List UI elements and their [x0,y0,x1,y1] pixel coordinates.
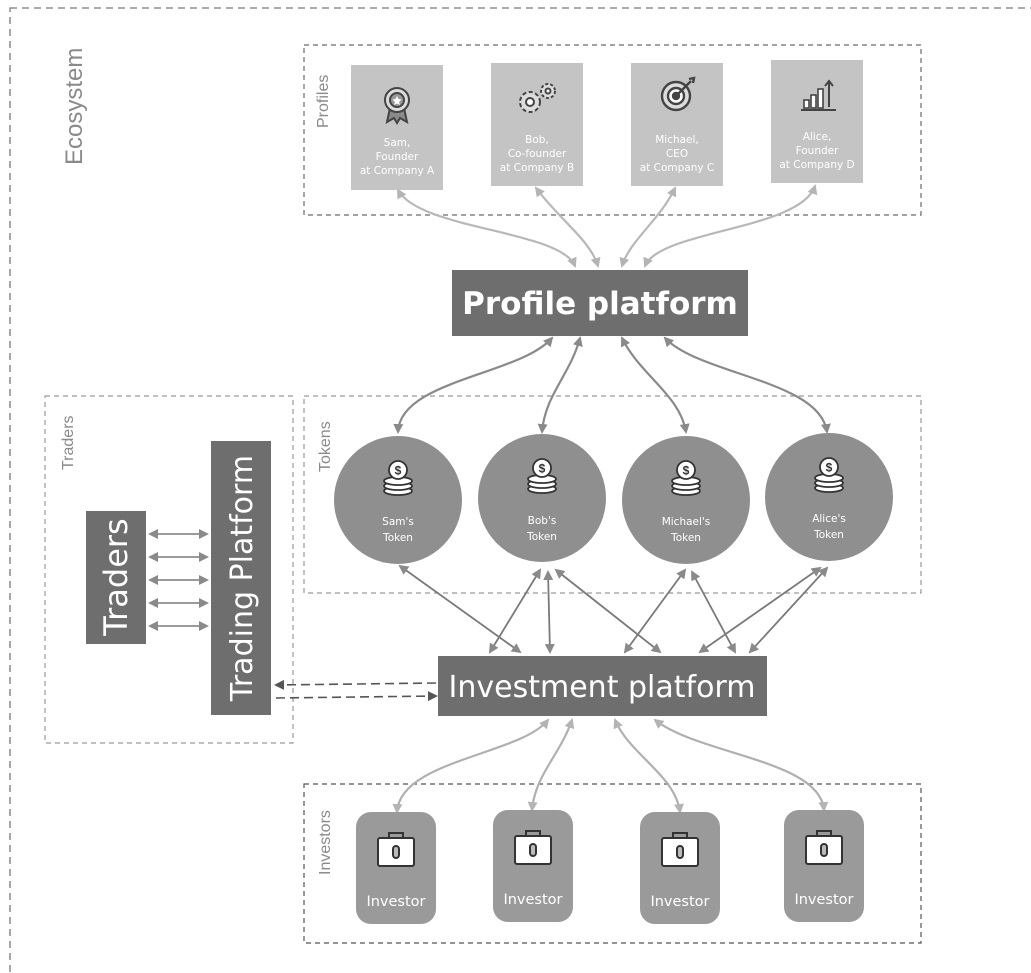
coin-stack-icon: $ [527,458,557,494]
coin-stack-icon: $ [814,457,844,493]
trading-platform-box[interactable]: Trading Platform [211,441,271,715]
profiles-group-frame [303,44,922,216]
traders-box-label: Traders [97,518,135,636]
profile-michael-line1: Michael, [655,134,699,146]
traders-connectors [148,529,209,631]
briefcase-icon [377,832,415,867]
profile-connectors [397,184,818,268]
investor-2[interactable]: Investor [493,810,573,922]
token-michael[interactable]: $ Michael's Token [622,436,750,564]
investor-4[interactable]: Investor [784,810,864,922]
investor-3[interactable]: Investor [640,812,720,924]
ecosystem-frame [9,7,1031,973]
token-michael-line2: Token [670,532,701,544]
investor-3-label: Investor [650,894,709,910]
token-sam-line2: Token [382,532,413,544]
profile-sam-line1: Sam, [384,137,411,149]
connector-bob-profile [534,186,601,268]
briefcase-icon [661,832,699,867]
tokens-group-label: Tokens [317,421,334,472]
traders-group-label: Traders [60,415,77,470]
investment-platform-box[interactable]: Investment platform [438,656,767,716]
token-bob-line1: Bob's [528,515,557,527]
token-investment-connectors [398,564,829,654]
token-bob[interactable]: $ Bob's Token [478,434,606,562]
token-michael-line1: Michael's [662,516,711,528]
profile-bob-line2: Co-founder [508,148,567,160]
connector-alice-profile [643,184,818,268]
connector-michael-profile [619,186,677,268]
token-bob-line2: Token [526,531,557,543]
traders-box[interactable]: Traders [86,511,146,644]
profile-card-alice[interactable]: Alice, Founder at Company D [771,60,863,183]
investment-platform-label: Investment platform [449,670,756,705]
svg-text:$: $ [683,464,690,478]
investor-connectors [392,718,829,814]
tokens-group-frame [303,395,922,594]
coin-stack-icon: $ [671,460,701,496]
investors-group-label: Investors [317,810,334,875]
connector-profile-alicetoken [663,336,831,434]
trading-platform-label: Trading Platform [225,455,260,702]
gears-icon [519,83,556,113]
token-alice[interactable]: $ Alice's Token [765,433,893,561]
investor-1[interactable]: Investor [356,812,436,924]
profile-alice-line3: at Company D [779,159,854,171]
token-alice-line1: Alice's [812,513,846,525]
ecosystem-label: Ecosystem [61,48,88,165]
profile-sam-line3: at Company A [360,165,435,177]
svg-text:$: $ [539,462,546,476]
profile-card-bob[interactable]: Bob, Co-founder at Company B [491,63,583,186]
target-icon [660,76,696,112]
profile-card-michael[interactable]: Michael, CEO at Company C [631,63,723,186]
award-ribbon-icon [384,87,410,125]
profile-bob-line3: at Company B [500,162,574,174]
profile-card-sam[interactable]: Sam, Founder at Company A [351,65,443,190]
profile-bob-line1: Bob, [525,134,549,146]
connector-profile-bobtoken [537,336,583,434]
profile-platform-label: Profile platform [462,286,738,322]
connector-profile-samtoken [393,336,554,434]
profile-platform-box[interactable]: Profile platform [452,270,748,336]
token-sam-line1: Sam's [382,516,414,528]
trading-investment-connectors [274,679,438,702]
briefcase-icon [514,830,552,865]
coin-stack-icon: $ [383,460,413,496]
connector-profile-michaeltoken [621,336,690,434]
profile-alice-line1: Alice, [803,131,832,143]
profile-michael-line2: CEO [666,148,688,160]
investor-1-label: Investor [366,894,425,910]
profiles-group-label: Profiles [315,75,332,128]
profile-alice-line2: Founder [796,145,840,157]
token-alice-line2: Token [813,529,844,541]
profile-sam-line2: Founder [376,151,420,163]
token-sam[interactable]: $ Sam's Token [334,436,462,564]
briefcase-icon [805,830,843,865]
profile-michael-line3: at Company C [640,162,715,174]
growth-chart-icon [801,79,836,111]
svg-text:$: $ [826,461,833,475]
investor-4-label: Investor [794,892,853,908]
token-profile-connectors [393,336,831,434]
svg-text:$: $ [395,464,402,478]
investor-2-label: Investor [503,892,562,908]
investors-group-frame [303,783,922,944]
